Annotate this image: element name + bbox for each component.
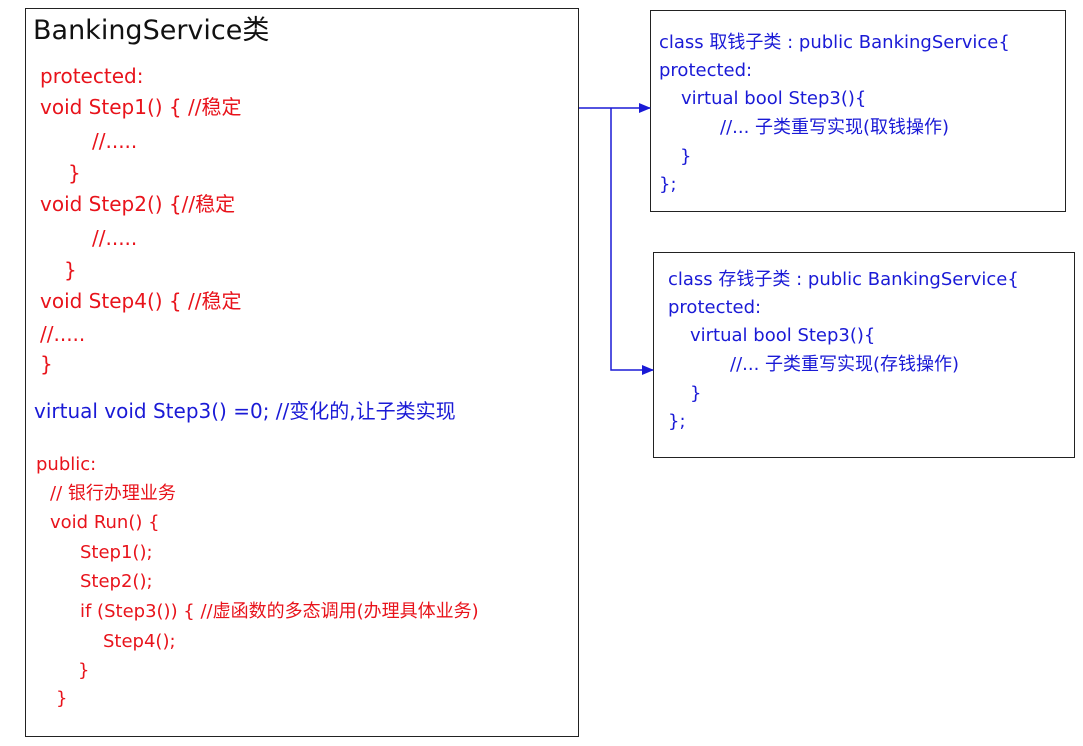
- code-line: }: [68, 161, 81, 185]
- code-line: public:: [36, 454, 97, 475]
- code-line: //... 子类重写实现(存钱操作): [730, 354, 960, 375]
- base-class-box: [25, 8, 579, 737]
- code-line: class 取钱子类 : public BankingService{: [659, 32, 1010, 53]
- code-line: void Run() {: [50, 512, 160, 533]
- code-line: //... 子类重写实现(取钱操作): [720, 117, 950, 138]
- code-line: virtual bool Step3(){: [681, 88, 867, 109]
- code-line: }: [40, 352, 53, 376]
- code-line: // 银行办理业务: [50, 483, 176, 504]
- code-line: protected:: [40, 64, 144, 88]
- code-line: if (Step3()) { //虚函数的多态调用(办理具体业务): [80, 601, 479, 622]
- code-line: //.....: [92, 129, 138, 153]
- code-line: virtual bool Step3(){: [690, 325, 876, 346]
- code-line: class 存钱子类 : public BankingService{: [668, 269, 1019, 290]
- code-line: protected:: [659, 60, 753, 81]
- code-line: protected:: [668, 297, 762, 318]
- code-line: };: [668, 411, 686, 432]
- code-line: void Step1() { //稳定: [40, 95, 242, 119]
- code-line: void Step4() { //稳定: [40, 289, 242, 313]
- code-line: void Step2() {//稳定: [40, 192, 236, 216]
- withdraw-class-box: [650, 10, 1066, 212]
- base-class-title: BankingService类: [33, 15, 270, 46]
- code-line: //.....: [92, 226, 138, 250]
- arrow-to-deposit-class: [610, 108, 654, 375]
- pure-virtual-step3-line: virtual void Step3() =0; //变化的,让子类实现: [34, 399, 456, 423]
- code-line: Step4();: [103, 631, 176, 652]
- deposit-class-box: [653, 252, 1075, 458]
- code-line: Step1();: [80, 542, 153, 563]
- code-line: }: [78, 660, 90, 681]
- code-line: //.....: [40, 322, 86, 346]
- code-line: }: [56, 688, 68, 709]
- code-line: }: [690, 383, 702, 404]
- code-line: }: [64, 258, 77, 282]
- code-line: };: [659, 174, 677, 195]
- code-line: Step2();: [80, 571, 153, 592]
- code-line: }: [680, 146, 692, 167]
